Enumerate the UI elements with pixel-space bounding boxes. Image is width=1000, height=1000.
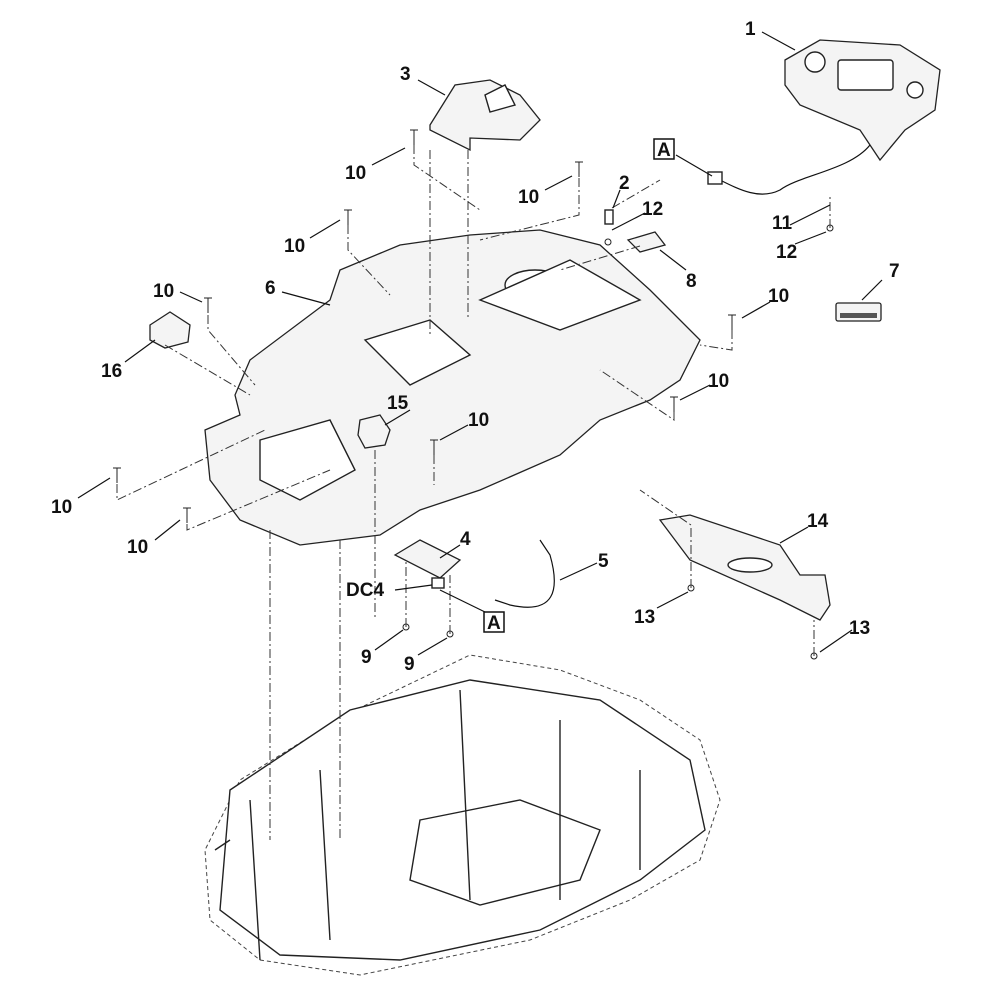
callout-3: 3 [400,64,411,85]
callout-7: 7 [889,261,900,282]
reference-a-bottom: A [487,613,501,634]
callout-9: 9 [404,654,415,675]
part-3 [429,79,541,152]
callout-10: 10 [518,187,539,208]
callout-dc4: DC4 [346,580,384,601]
callout-12: 12 [642,199,663,220]
part-4-board [393,539,462,589]
callout-15: 15 [387,393,409,414]
callout-9: 9 [361,647,372,668]
callout-10: 10 [468,410,489,431]
callout-6: 6 [265,278,276,299]
part-14 [658,514,831,621]
reference-box-a-bottom [483,611,505,633]
display-unit-part-1 [707,39,941,195]
callout-10: 10 [284,236,305,257]
callout-10: 10 [708,371,729,392]
callout-4: 4 [460,529,471,550]
callout-10: 10 [345,163,366,184]
callout-10: 10 [127,537,148,558]
part-7-label [835,302,882,322]
callout-8: 8 [686,271,697,292]
part-2 [604,209,614,225]
callout-12: 12 [776,242,797,263]
callout-10: 10 [768,286,789,307]
callout-16: 16 [101,361,122,382]
callout-10: 10 [153,281,174,302]
part-5-cable [494,539,555,608]
callout-13: 13 [849,618,870,639]
callout-14: 14 [807,511,829,532]
callout-10: 10 [51,497,72,518]
callout-1: 1 [745,19,756,40]
part-8 [626,231,667,253]
reference-a-top: A [657,140,671,161]
chassis-base [204,654,721,976]
alignment-lines [116,145,831,840]
callout-2: 2 [619,173,630,194]
reference-box-a-top [653,138,675,160]
part-15 [357,414,391,449]
callout-5: 5 [598,551,609,572]
part-16 [149,311,191,349]
leader-lines [77,31,883,656]
callout-11: 11 [772,213,793,234]
callout-13: 13 [634,607,655,628]
top-cover-part-6 [204,229,701,546]
